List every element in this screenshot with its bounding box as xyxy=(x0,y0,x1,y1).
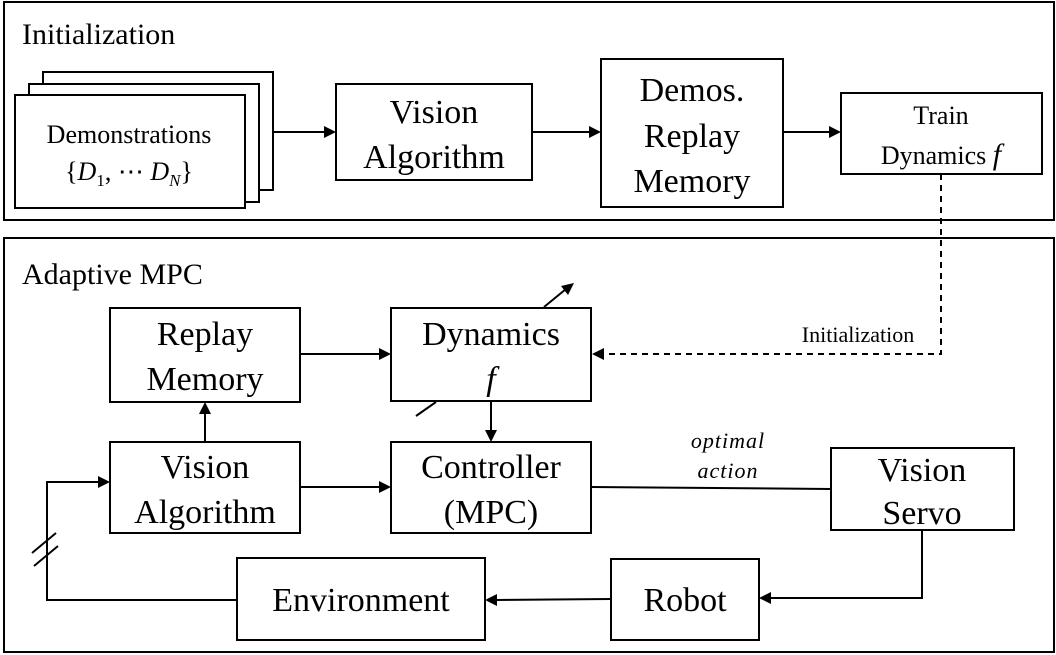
adaptive-mpc-section xyxy=(3,237,1055,653)
arrowhead-servo-to-robot xyxy=(759,592,771,604)
demonstrations-set: {D1, ⋯ DN} xyxy=(65,157,193,190)
arrow-servo-to-robot xyxy=(769,530,923,599)
arrowhead-dynamics-to-controller xyxy=(485,430,497,442)
controller-line2: (MPC) xyxy=(444,494,538,531)
initialization-edge-label: Initialization xyxy=(802,322,914,347)
demonstrations-title: Demonstrations xyxy=(47,120,212,149)
arrowhead-initialization-link xyxy=(592,348,604,360)
init-vision-algorithm-line2: Algorithm xyxy=(363,139,505,176)
replay-memory-line2: Memory xyxy=(146,361,263,398)
robot-label: Robot xyxy=(643,582,727,619)
robot-box xyxy=(610,558,760,641)
arrowhead-environment-to-vision xyxy=(98,476,110,488)
init-vision-algorithm-line1: Vision xyxy=(390,94,479,131)
dashed-initialization-link xyxy=(604,174,942,355)
demos-replay-memory-box xyxy=(600,58,784,208)
break-mark-2 xyxy=(33,545,59,567)
mpc-vision-algorithm-line1: Vision xyxy=(161,449,250,486)
environment-label: Environment xyxy=(272,582,450,619)
demos-replay-memory-line2: Replay xyxy=(644,118,740,155)
demonstrations-stack: Demonstrations {D1, ⋯ DN} xyxy=(14,71,274,209)
mpc-vision-algorithm-box xyxy=(109,441,301,534)
controller-box xyxy=(390,441,592,534)
replay-memory-box xyxy=(109,307,301,403)
replay-memory-line1: Replay xyxy=(157,316,253,353)
arrowhead-vision-to-controller xyxy=(379,481,391,493)
dynamics-line1: Dynamics xyxy=(422,316,560,353)
controller-line1: Controller xyxy=(421,449,561,486)
optimal-action-label-line1: optimal xyxy=(691,428,765,453)
arrowhead-replay-to-train xyxy=(829,126,841,138)
arrowhead-vision-to-replay xyxy=(589,126,601,138)
dynamics-box xyxy=(390,307,592,402)
arrowhead-vision-to-replay-memory xyxy=(199,402,211,414)
arrow-robot-to-environment xyxy=(494,598,612,601)
demonstrations-card-front xyxy=(14,94,246,209)
demos-replay-memory-line3: Memory xyxy=(633,163,750,200)
adaptive-mpc-section-title: Adaptive MPC xyxy=(22,258,203,291)
arrowhead-robot-to-environment xyxy=(485,594,497,606)
vision-servo-line1: Vision xyxy=(878,452,967,489)
demos-replay-memory-line1: Demos. xyxy=(640,72,745,109)
environment-box xyxy=(236,557,486,641)
break-mark-1 xyxy=(31,532,57,554)
optimal-action-label-line2: action xyxy=(698,458,759,483)
initialization-section xyxy=(3,1,1055,221)
train-dynamics-line2: Dynamics f xyxy=(881,138,1005,171)
mpc-vision-algorithm-line2: Algorithm xyxy=(134,494,276,531)
arrowhead-replay-to-dynamics xyxy=(379,348,391,360)
adaptive-diagonal-arrow xyxy=(543,288,567,308)
vision-servo-box xyxy=(830,447,1015,531)
vision-servo-line2: Servo xyxy=(882,495,961,532)
train-dynamics-box xyxy=(840,92,1043,175)
adaptive-diagonal-line xyxy=(415,401,437,417)
train-dynamics-line1: Train xyxy=(913,101,968,130)
adaptive-diagonal-arrowhead xyxy=(561,283,574,295)
line-controller-to-servo xyxy=(590,486,832,490)
initialization-section-title: Initialization xyxy=(22,18,175,51)
arrowhead-demos-to-vision xyxy=(324,126,336,138)
